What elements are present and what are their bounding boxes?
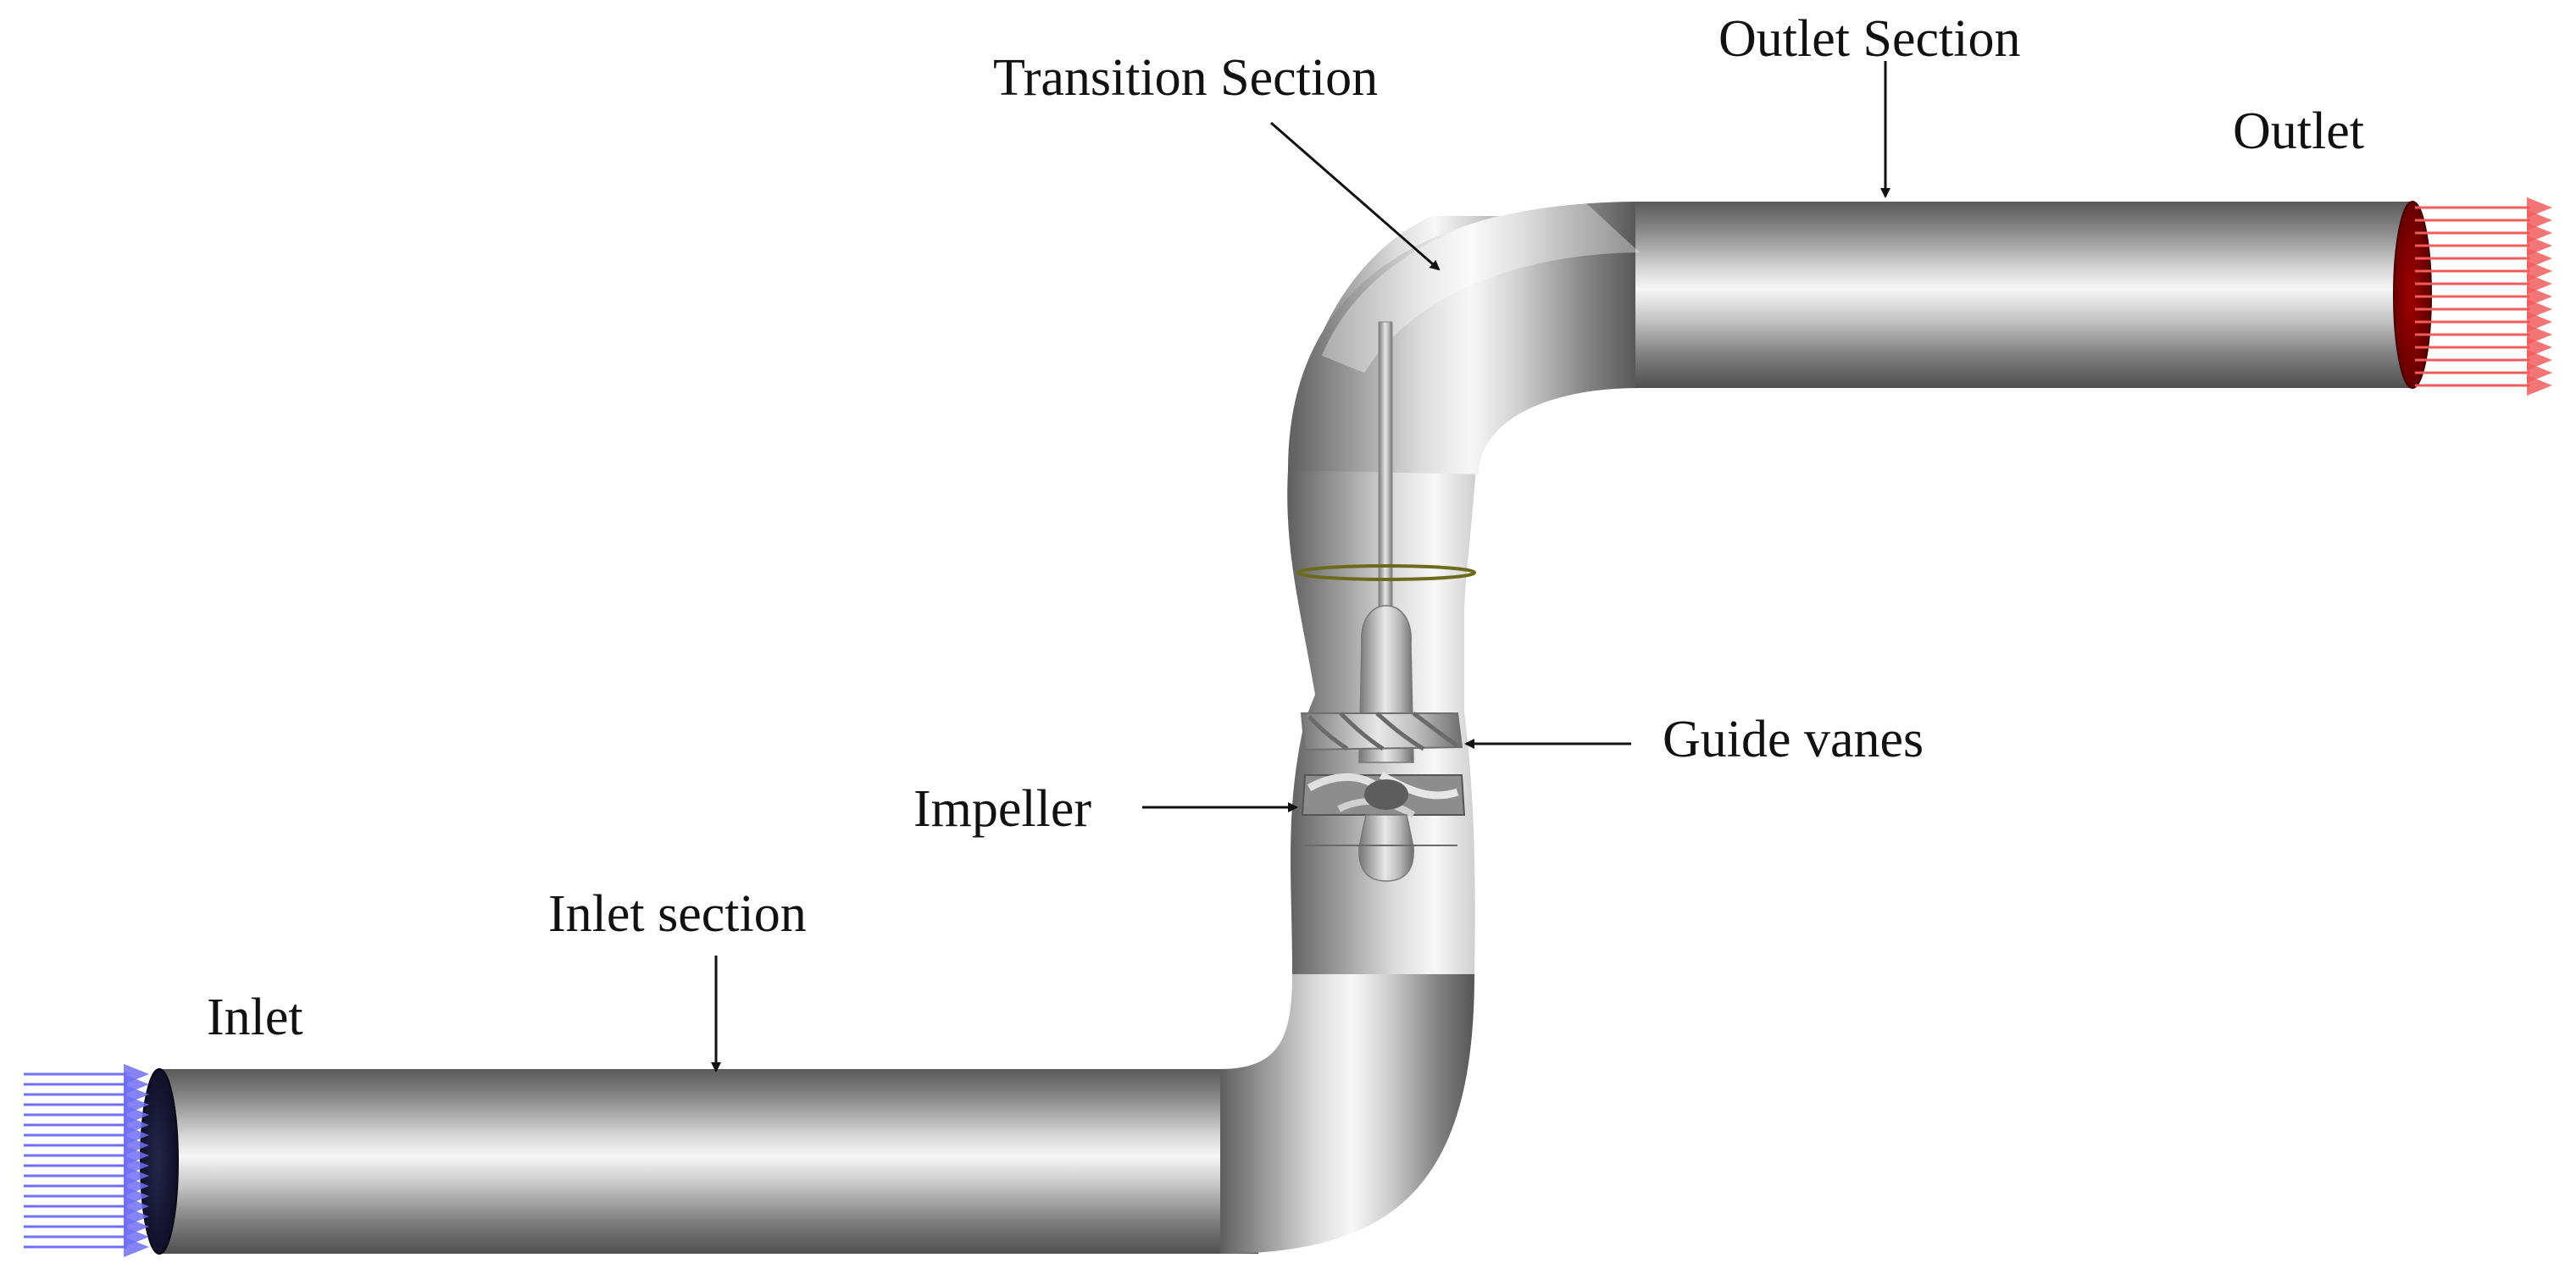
pipe-assembly xyxy=(157,202,2411,1254)
inlet-flow-arrows xyxy=(24,1064,149,1257)
label-inlet: Inlet xyxy=(207,989,303,1046)
shaft-rod xyxy=(1378,321,1393,636)
lower-bend xyxy=(1220,974,1474,1254)
label-impeller: Impeller xyxy=(913,780,1091,838)
annotation-labels: Transition Section Outlet Section Outlet… xyxy=(207,10,2364,1046)
pump-internals xyxy=(1300,605,1466,882)
upper-interface-ring xyxy=(1296,564,1476,581)
label-inlet-section: Inlet section xyxy=(548,885,807,943)
label-outlet-section: Outlet Section xyxy=(1718,10,2020,68)
inlet-face xyxy=(140,1068,179,1255)
pump-shaft xyxy=(1378,321,1393,636)
label-outlet: Outlet xyxy=(2233,103,2364,160)
inlet-section-pipe xyxy=(157,1069,1258,1254)
guide-vanes-icon xyxy=(1300,711,1463,751)
arrow-right-icon xyxy=(124,1237,149,1257)
arrow-right-icon xyxy=(2527,375,2552,396)
pump-nose xyxy=(1358,814,1414,882)
label-transition-section: Transition Section xyxy=(993,49,1378,107)
label-guide-vanes: Guide vanes xyxy=(1663,711,1924,768)
annotation-pointers xyxy=(711,61,1890,1072)
upper-bend xyxy=(1288,202,1640,474)
outlet-face xyxy=(2393,201,2432,389)
transition-section-pointer xyxy=(1270,121,1441,271)
outlet-flow-arrows xyxy=(2415,197,2552,396)
impeller-icon xyxy=(1301,772,1466,818)
upper-bend-shade xyxy=(1322,202,1640,373)
outlet-section-pipe xyxy=(1635,202,2411,388)
